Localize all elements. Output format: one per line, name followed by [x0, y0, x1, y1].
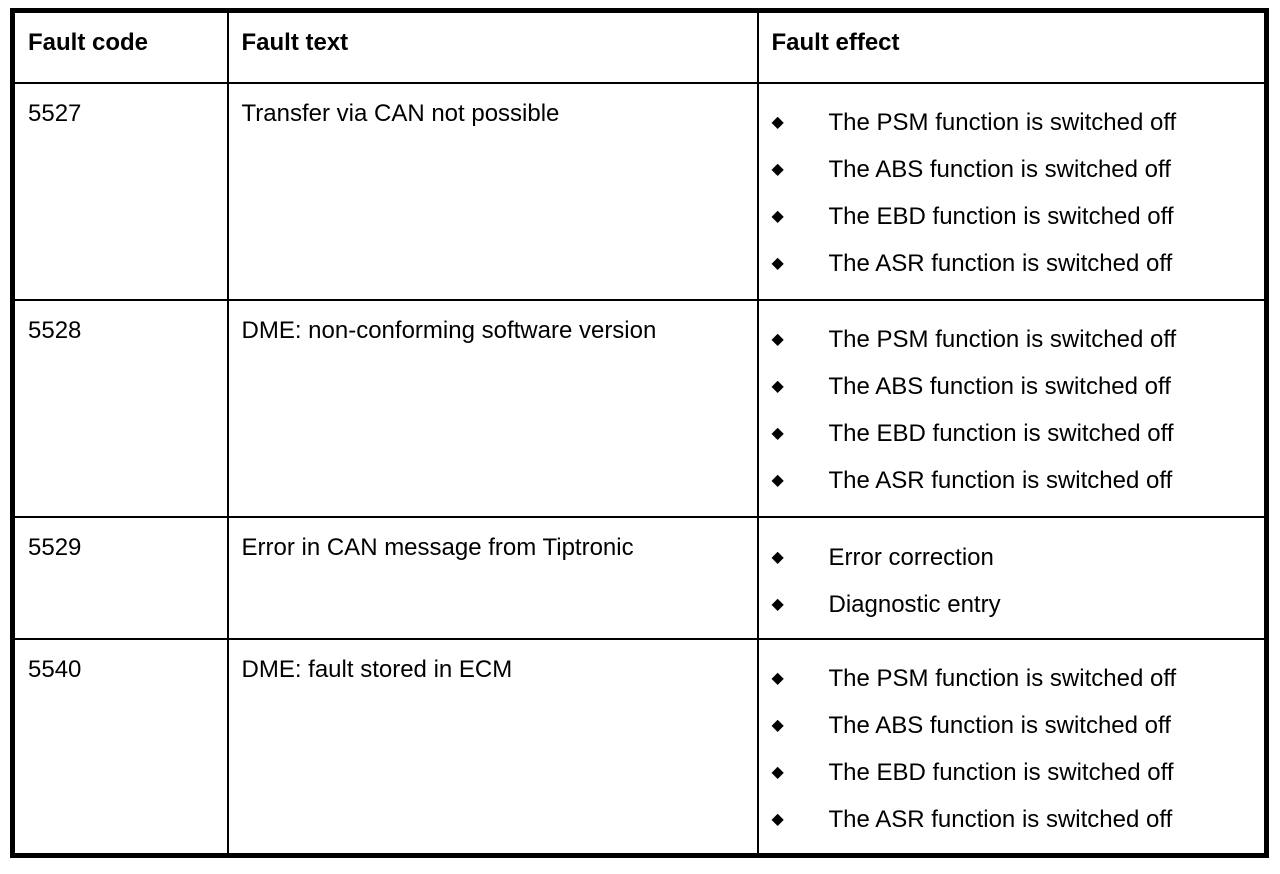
- fault-effect-cell: ◆ Error correction ◆ Diagnostic entry: [756, 516, 1268, 640]
- effect-label: The ASR function is switched off: [828, 806, 1173, 834]
- fault-code-cell: 5528: [11, 298, 229, 519]
- list-item: ◆ The PSM function is switched off: [772, 317, 1257, 364]
- list-item: ◆ The ABS function is switched off: [772, 703, 1257, 750]
- effect-label: The ABS function is switched off: [828, 156, 1171, 183]
- fault-text-cell: DME: non-conforming software version: [226, 298, 759, 519]
- effect-label: The ABS function is switched off: [828, 712, 1171, 740]
- effect-label: Error correction: [828, 543, 994, 571]
- list-item: ◆ Error correction: [772, 534, 1257, 581]
- diamond-bullet-icon: ◆: [771, 717, 784, 735]
- column-header-fault-text: Fault text: [226, 9, 759, 84]
- effect-label: The ASR function is switched off: [828, 467, 1173, 495]
- fault-code-table: Fault code Fault text Fault effect 5527 …: [10, 8, 1269, 858]
- list-item: ◆ The ASR function is switched off: [772, 241, 1257, 288]
- fault-effect-cell: ◆ The PSM function is switched off ◆ The…: [756, 81, 1268, 301]
- list-item: ◆ The ASR function is switched off: [772, 458, 1257, 505]
- diamond-bullet-icon: ◆: [771, 208, 784, 225]
- fault-text-cell: Transfer via CAN not possible: [226, 81, 759, 301]
- fault-effect-cell: ◆ The PSM function is switched off ◆ The…: [756, 637, 1268, 857]
- effect-label: The EBD function is switched off: [828, 203, 1174, 230]
- fault-code-cell: 5529: [11, 516, 229, 640]
- effect-label: The EBD function is switched off: [828, 759, 1174, 787]
- diamond-bullet-icon: ◆: [771, 811, 784, 829]
- effect-label: The PSM function is switched off: [828, 326, 1177, 354]
- table-row: 5527 Transfer via CAN not possible ◆ The…: [11, 81, 1268, 301]
- diamond-bullet-icon: ◆: [771, 425, 784, 443]
- list-item: ◆ The PSM function is switched off: [772, 656, 1257, 703]
- effect-label: The PSM function is switched off: [828, 665, 1177, 693]
- effect-label: The ABS function is switched off: [828, 373, 1171, 401]
- list-item: ◆ The ABS function is switched off: [772, 147, 1257, 194]
- diamond-bullet-icon: ◆: [771, 114, 784, 131]
- list-item: ◆ The EBD function is switched off: [772, 194, 1257, 241]
- list-item: ◆ The ASR function is switched off: [772, 797, 1257, 844]
- list-item: ◆ The EBD function is switched off: [772, 750, 1257, 797]
- column-header-fault-code: Fault code: [11, 9, 229, 84]
- table-row: 5540 DME: fault stored in ECM ◆ The PSM …: [11, 637, 1268, 857]
- fault-code-cell: 5540: [11, 637, 229, 857]
- column-header-fault-effect: Fault effect: [756, 9, 1268, 84]
- diamond-bullet-icon: ◆: [771, 548, 784, 566]
- fault-effect-cell: ◆ The PSM function is switched off ◆ The…: [756, 298, 1268, 519]
- list-item: ◆ The ABS function is switched off: [772, 364, 1257, 411]
- diamond-bullet-icon: ◆: [771, 764, 784, 782]
- diamond-bullet-icon: ◆: [771, 595, 784, 613]
- diamond-bullet-icon: ◆: [771, 472, 784, 490]
- list-item: ◆ Diagnostic entry: [772, 581, 1257, 628]
- table-row: 5529 Error in CAN message from Tiptronic…: [11, 516, 1268, 640]
- table-header-row: Fault code Fault text Fault effect: [11, 9, 1268, 84]
- list-item: ◆ The PSM function is switched off: [772, 100, 1257, 147]
- diamond-bullet-icon: ◆: [771, 255, 784, 272]
- table-row: 5528 DME: non-conforming software versio…: [11, 298, 1268, 519]
- effect-label: The ASR function is switched off: [828, 250, 1173, 277]
- fault-text-cell: Error in CAN message from Tiptronic: [226, 516, 759, 640]
- effect-label: Diagnostic entry: [828, 590, 1001, 618]
- fault-text-cell: DME: fault stored in ECM: [226, 637, 759, 857]
- diamond-bullet-icon: ◆: [771, 331, 784, 349]
- effect-label: The PSM function is switched off: [828, 109, 1177, 136]
- effect-label: The EBD function is switched off: [828, 420, 1174, 448]
- list-item: ◆ The EBD function is switched off: [772, 411, 1257, 458]
- diamond-bullet-icon: ◆: [771, 378, 784, 396]
- diamond-bullet-icon: ◆: [771, 670, 784, 688]
- fault-code-cell: 5527: [11, 81, 229, 301]
- diamond-bullet-icon: ◆: [771, 161, 784, 178]
